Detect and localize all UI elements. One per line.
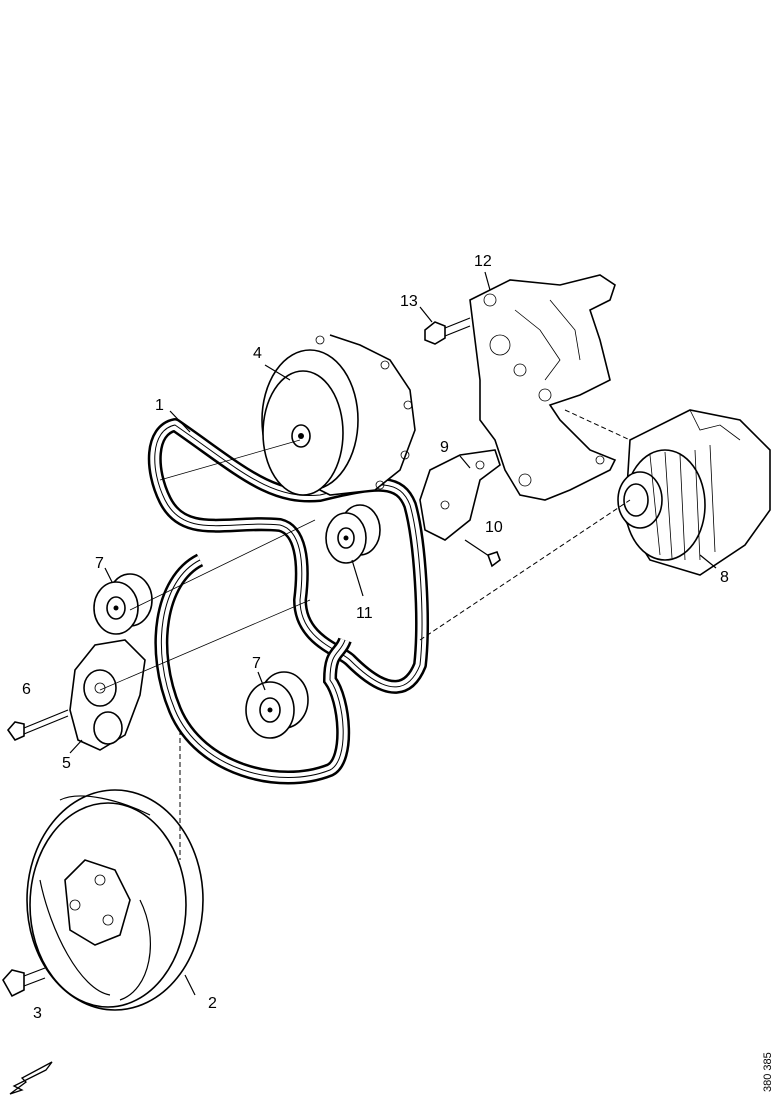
bolt-10 [464,539,501,568]
small-bracket [419,449,501,541]
callout-8: 8 [720,569,729,586]
leader-lines [69,271,717,996]
callout-5: 5 [62,755,71,772]
callout-6: 6 [22,681,31,698]
bolt-3 [2,967,46,998]
idler-pulley-left [93,573,153,635]
arrow-icon [9,1061,53,1095]
reference-number: 380 385 [762,1052,774,1092]
idler-pulley-lower [245,671,309,739]
idler-pulley-upper [325,504,381,564]
callout-11: 11 [356,605,373,622]
callout-10: 10 [485,519,503,536]
callout-9: 9 [440,439,449,456]
belt-tensioner [69,639,146,751]
callout-13: 13 [400,293,418,310]
bolt-6 [6,709,69,741]
callout-1: 1 [155,397,164,414]
callout-12: 12 [474,253,492,270]
water-pump-pulley [261,334,416,496]
callout-2: 2 [208,995,217,1012]
callout-4: 4 [253,345,262,362]
accessory-bracket [469,274,617,501]
bolt-13 [424,317,471,345]
callout-7-lower: 7 [252,655,261,672]
crankshaft-pulley [26,789,204,1011]
callout-7-left: 7 [95,555,104,572]
alternator [617,409,771,576]
callout-3: 3 [33,1005,42,1022]
